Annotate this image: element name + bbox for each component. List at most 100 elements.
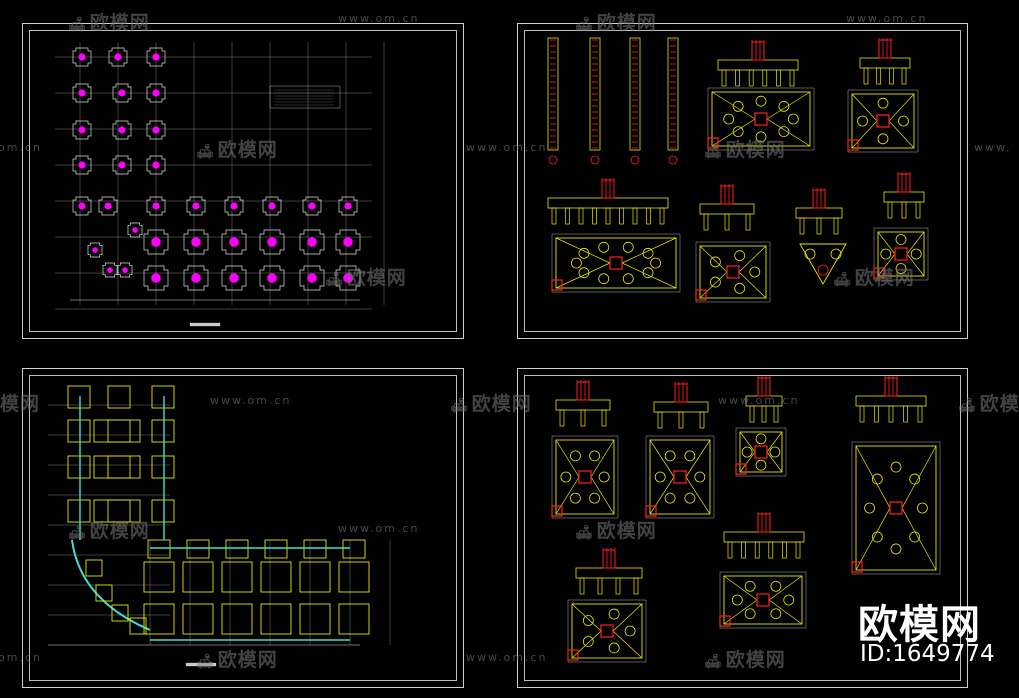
cad-rect: [609, 256, 623, 270]
cad-rect: [338, 561, 370, 593]
cad-circle: [590, 155, 600, 165]
cad-circle: [624, 625, 636, 637]
pile-marker: [78, 161, 86, 169]
cad-circle: [589, 492, 600, 504]
cad-circle: [871, 473, 883, 485]
cad-stroke: [649, 439, 675, 478]
cad-rect: [615, 577, 621, 595]
cad-rect: [645, 505, 657, 517]
cad-rect: [812, 189, 826, 209]
cad-circle: [778, 100, 790, 112]
sofa-icon: 🛋: [833, 272, 852, 288]
cad-rect: [749, 405, 755, 423]
cad-rect: [143, 561, 175, 593]
pile-cap-outline: [143, 265, 169, 291]
cad-rect: [894, 247, 908, 261]
cad-circle: [731, 594, 743, 606]
cad-stroke: [766, 451, 783, 473]
pile-cap-outline: [72, 155, 92, 175]
sheet-pile-cap-details-1: [517, 23, 968, 339]
cad-rect: [67, 499, 91, 523]
cad-circle: [664, 450, 676, 462]
cad-circle: [890, 543, 902, 555]
pile-cap-outline: [112, 155, 132, 175]
cad-stroke: [699, 245, 728, 273]
cad-rect: [726, 265, 740, 279]
pile-marker: [267, 237, 277, 247]
watermark-url: www.om.cn: [466, 141, 548, 154]
sofa-icon: 🛋: [575, 525, 594, 541]
pile-cap-outline: [302, 196, 322, 216]
cad-rect: [551, 279, 563, 291]
cad-rect: [67, 455, 91, 479]
pile-marker: [152, 89, 160, 97]
cad-circle: [684, 450, 696, 462]
pile-marker: [308, 202, 316, 210]
cad-circle: [890, 461, 902, 473]
pile-cap-outline: [146, 155, 166, 175]
sofa-icon: 🛋: [325, 272, 344, 288]
watermark-url: www.om.cn: [466, 651, 548, 664]
pile-marker: [122, 267, 128, 273]
cad-stroke: [685, 476, 711, 515]
cad-rect: [789, 69, 795, 87]
cad-rect: [143, 603, 175, 635]
cad-stroke: [906, 231, 925, 255]
sofa-icon: 🛋: [196, 654, 215, 670]
pile-cap-outline: [299, 229, 325, 255]
pile-marker: [151, 237, 161, 247]
watermark-logo: 🛋欧模网: [575, 12, 657, 34]
cad-rect: [782, 541, 787, 559]
cad-circle: [871, 531, 883, 543]
cad-rect: [260, 603, 292, 635]
model-id-label: ID:1649774: [860, 641, 995, 667]
pile-marker: [92, 247, 98, 253]
sofa-icon: 🛋: [68, 17, 87, 33]
pile-marker: [118, 161, 126, 169]
cad-rect: [107, 385, 131, 409]
cad-rect: [776, 69, 781, 87]
watermark-logo: 🛋欧模网: [196, 649, 278, 671]
pile-cap-triangle: [799, 243, 847, 285]
cad-circle: [732, 126, 744, 138]
watermark-logo: 🛋欧模网: [68, 520, 150, 542]
cad-stroke: [621, 237, 677, 264]
cad-stroke: [723, 575, 758, 601]
cad-rect: [847, 139, 859, 151]
sheet-pile-layout: [22, 23, 464, 339]
cad-rect: [111, 604, 129, 622]
cad-circle: [895, 263, 907, 274]
cad-rect: [699, 411, 705, 429]
cad-rect: [915, 201, 921, 219]
pile-cap-outline: [87, 242, 103, 258]
pile-cap-outline: [335, 265, 361, 291]
cad-rect: [551, 435, 619, 519]
cad-rect: [67, 385, 91, 409]
cad-stroke: [877, 231, 896, 255]
cad-rect: [723, 531, 805, 543]
pile-marker: [229, 237, 239, 247]
pile-marker: [343, 237, 353, 247]
cad-rect: [917, 405, 923, 423]
cad-rect: [551, 207, 557, 225]
cad-rect: [695, 241, 771, 303]
cad-rect: [673, 470, 687, 484]
pile-marker: [307, 273, 317, 283]
cad-stroke: [851, 120, 878, 149]
sofa-icon: 🛋: [704, 144, 723, 160]
cad-stroke: [738, 271, 767, 299]
cad-rect: [303, 539, 327, 559]
cad-circle: [769, 446, 781, 458]
cad-rect: [619, 207, 624, 225]
cad-rect: [723, 575, 803, 625]
cad-rect: [901, 201, 907, 219]
cad-rect: [799, 217, 805, 235]
cad-rect: [754, 112, 768, 126]
pile-marker: [78, 202, 86, 210]
cad-circle: [582, 615, 594, 626]
cad-rect: [555, 399, 611, 411]
pile-cap-outline: [221, 265, 247, 291]
cad-rect: [182, 603, 214, 635]
cad-circle: [909, 531, 921, 543]
